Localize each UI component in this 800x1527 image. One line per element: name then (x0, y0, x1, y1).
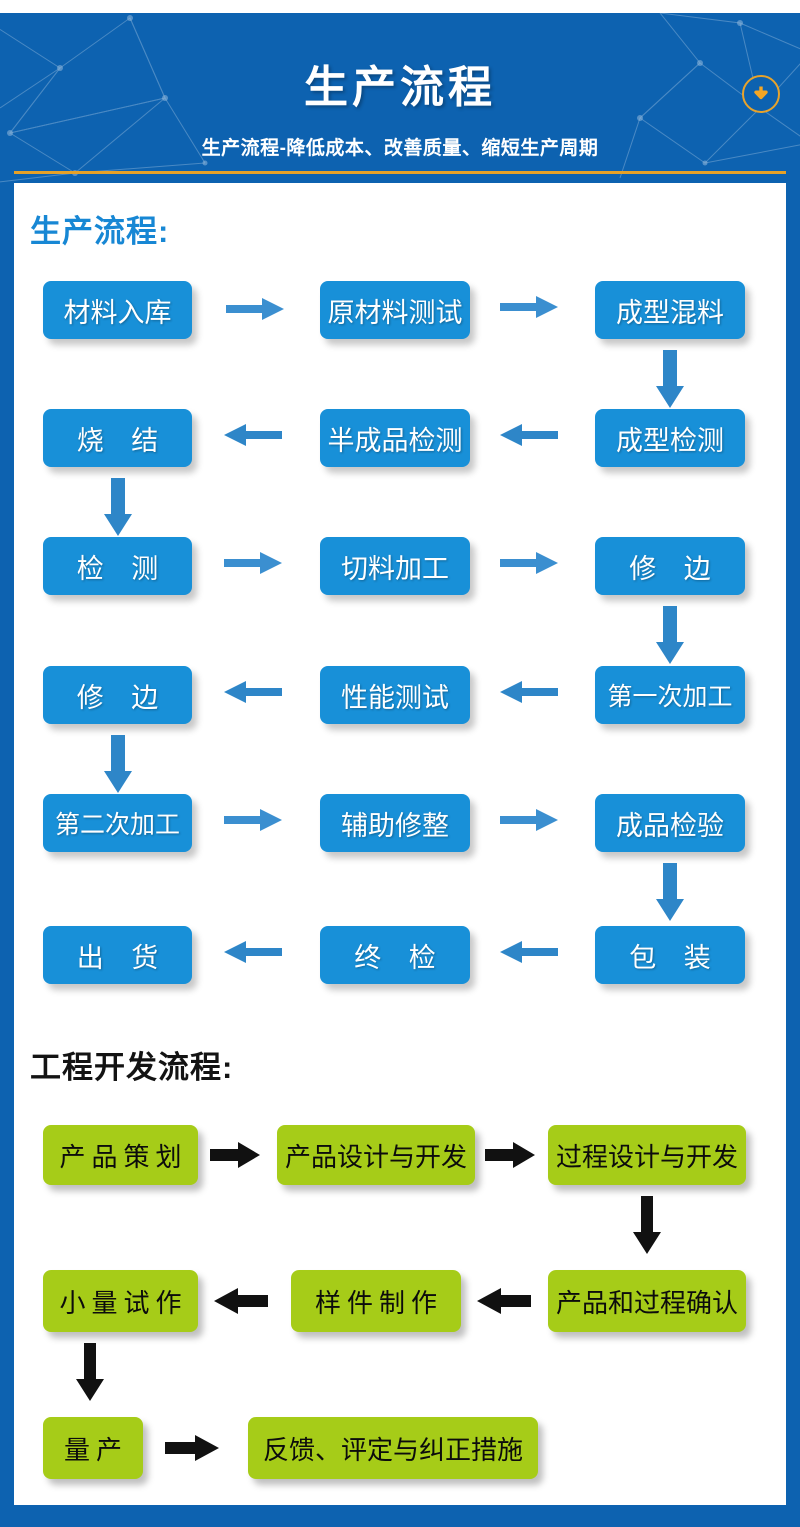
arrow-down-icon (75, 1343, 105, 1405)
flow-box[interactable]: 第一次加工 (595, 666, 745, 724)
network-pattern-decoration (0, 13, 800, 183)
right-rail (786, 183, 800, 1505)
arrow-right-icon (500, 552, 566, 580)
arrow-left-icon (224, 941, 290, 969)
flow-box[interactable]: 材料入库 (43, 281, 192, 339)
flow-box[interactable]: 烧 结 (43, 409, 192, 467)
page-subtitle: 生产流程-降低成本、改善质量、缩短生产周期 (201, 138, 599, 159)
flow-box[interactable]: 半成品检测 (320, 409, 470, 467)
flow-box[interactable]: 出 货 (43, 926, 192, 984)
arrow-down-icon (655, 863, 685, 925)
flow-box[interactable]: 产品和过程确认 (548, 1270, 746, 1332)
arrow-left-icon (224, 424, 290, 452)
flow-box[interactable]: 修 边 (43, 666, 192, 724)
section-heading-production: 生产流程: (30, 214, 170, 249)
flow-box[interactable]: 反馈、评定与纠正措施 (248, 1417, 538, 1479)
arrow-right-icon (224, 296, 290, 324)
arrow-down-icon (632, 1196, 662, 1258)
arrow-left-icon (500, 424, 566, 452)
arrow-left-icon (500, 941, 566, 969)
flow-box[interactable]: 终 检 (320, 926, 470, 984)
arrow-right-icon (165, 1434, 225, 1462)
header-divider-rule (14, 171, 786, 174)
header-banner: 生产流程 生产流程-降低成本、改善质量、缩短生产周期 (0, 13, 800, 183)
arrow-down-icon (655, 606, 685, 668)
flow-box[interactable]: 性能测试 (320, 666, 470, 724)
flow-box[interactable]: 切料加工 (320, 537, 470, 595)
flow-box[interactable]: 量产 (43, 1417, 143, 1479)
flow-box[interactable]: 产品设计与开发 (277, 1125, 475, 1185)
flow-box[interactable]: 包 装 (595, 926, 745, 984)
section-heading-engineering: 工程开发流程: (30, 1050, 234, 1085)
arrow-right-icon (224, 552, 290, 580)
footer-strip (0, 1505, 800, 1527)
flow-box[interactable]: 修 边 (595, 537, 745, 595)
arrow-right-icon (224, 809, 290, 837)
flow-box[interactable]: 产品策划 (43, 1125, 198, 1185)
arrow-left-icon (224, 681, 290, 709)
flow-box[interactable]: 过程设计与开发 (548, 1125, 746, 1185)
flow-box[interactable]: 成型混料 (595, 281, 745, 339)
arrow-down-icon (655, 350, 685, 412)
page-title: 生产流程 (304, 63, 496, 112)
arrow-down-icon (103, 478, 133, 540)
arrow-left-icon (500, 681, 566, 709)
arrow-left-icon (477, 1287, 537, 1315)
flow-box[interactable]: 成品检验 (595, 794, 745, 852)
flow-box[interactable]: 成型检测 (595, 409, 745, 467)
flow-box[interactable]: 小量试作 (43, 1270, 198, 1332)
download-arrow-icon[interactable] (742, 75, 780, 113)
flow-box[interactable]: 辅助修整 (320, 794, 470, 852)
arrow-down-icon (103, 735, 133, 797)
arrow-left-icon (214, 1287, 274, 1315)
arrow-right-icon (500, 809, 566, 837)
arrow-right-icon (210, 1141, 266, 1169)
arrow-right-icon (485, 1141, 541, 1169)
flow-box[interactable]: 原材料测试 (320, 281, 470, 339)
flow-box[interactable]: 检 测 (43, 537, 192, 595)
left-rail (0, 183, 14, 1505)
arrow-right-icon (500, 296, 566, 324)
flow-box[interactable]: 样件制作 (291, 1270, 461, 1332)
flow-box[interactable]: 第二次加工 (43, 794, 192, 852)
